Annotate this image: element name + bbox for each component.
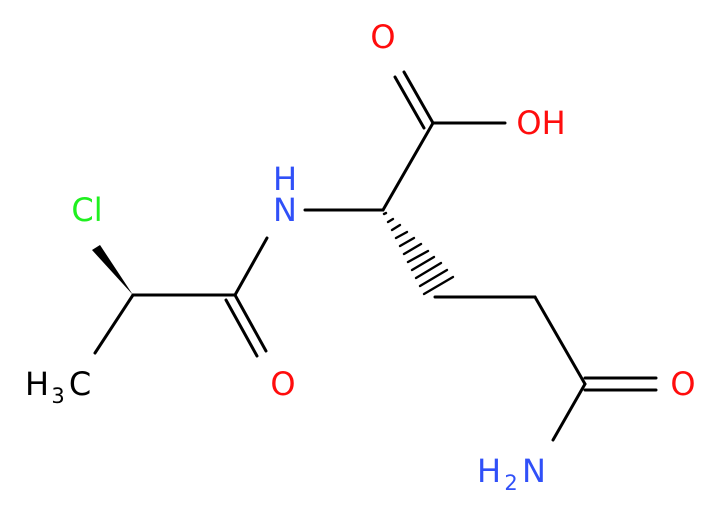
wedge-bond-c-cl <box>92 245 133 295</box>
bond-calpha-cacid <box>381 121 435 212</box>
bond-camide-nh2 <box>551 382 587 442</box>
atom-label-acid-oh: OH <box>516 104 565 142</box>
atom-label-nh2-subscript: 2 <box>504 471 517 495</box>
atom-label-amide2-o: O <box>670 365 695 403</box>
atom-label-nh-n: N <box>273 191 297 229</box>
bond-chcl-ch3 <box>93 293 135 355</box>
atom-label-nh2-h: H <box>477 452 501 490</box>
bond-cacid-o-2 <box>393 75 426 130</box>
bond-cacid-o-1 <box>402 70 435 125</box>
hashed-bond-calpha-ch2 <box>382 211 455 296</box>
atom-label-acid-carbonyl-o: O <box>370 18 395 56</box>
bond-carbonyl-o-2 <box>224 298 259 358</box>
bond-ch2-camide <box>533 295 587 386</box>
atom-label-ch3-subscript: 3 <box>51 384 64 408</box>
atom-label-nh-h: H <box>273 160 297 198</box>
atom-label-nh2-n: N <box>522 452 546 490</box>
atom-label-ch3-c: C <box>69 365 91 403</box>
atom-label-ch3-h: H <box>25 365 49 403</box>
atom-label-amide-o: O <box>270 365 295 403</box>
atom-label-cl: Cl <box>71 191 102 229</box>
bond-carbonyl-o-1 <box>233 293 268 353</box>
atom-labels: Cl H 3 C O H N O OH O H 2 N <box>25 18 696 495</box>
bond-carbonyl-n <box>233 236 269 297</box>
bonds <box>92 70 658 442</box>
